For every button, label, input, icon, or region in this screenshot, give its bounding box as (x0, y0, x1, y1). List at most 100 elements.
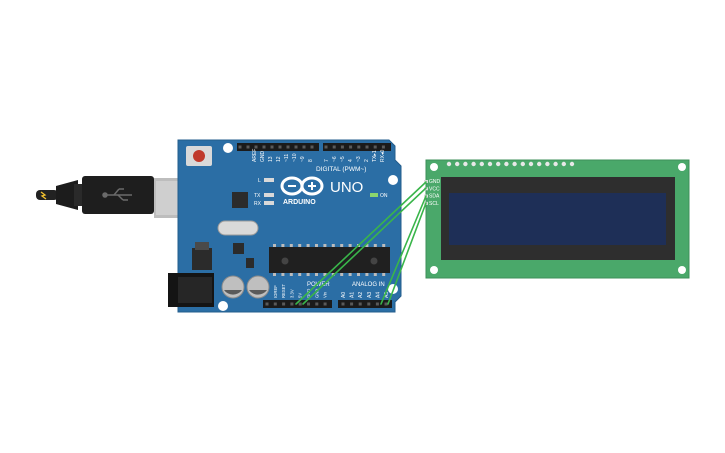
header-pin-hole[interactable] (254, 145, 258, 149)
chip-pin (289, 273, 293, 276)
chip-pin (357, 273, 360, 276)
lcd-header-pin[interactable] (487, 161, 493, 167)
header-pin-hole[interactable] (294, 145, 298, 149)
lcd-header-pin[interactable] (561, 161, 566, 167)
capacitor (246, 275, 270, 299)
lcd-header-pin[interactable] (471, 161, 476, 167)
header-pin-hole[interactable] (278, 145, 282, 149)
wire-sda[interactable] (380, 195, 427, 305)
chip-pin (373, 273, 377, 276)
l-led (264, 178, 274, 182)
chip-pin (340, 244, 344, 247)
header-pin-hole[interactable] (290, 302, 294, 306)
header-pin-hole[interactable] (262, 145, 266, 149)
power-pin-label: RESET (281, 284, 286, 298)
header-pin-hole[interactable] (302, 145, 306, 149)
lcd-header-pin[interactable] (528, 161, 534, 167)
chip-pin (373, 244, 377, 247)
header-pin-hole[interactable] (350, 302, 354, 306)
lcd-header-pin[interactable] (553, 161, 558, 167)
header-pin-hole[interactable] (384, 302, 388, 306)
analog-pin-label: A5 (384, 292, 390, 298)
analog-pin-label: A4 (375, 292, 381, 298)
lcd-header-pin[interactable] (512, 161, 517, 167)
mounting-hole (430, 266, 438, 274)
digital-pin-label: TX▸1 (372, 150, 378, 162)
lcd-header-pin[interactable] (569, 161, 575, 167)
header-pin-hole[interactable] (307, 302, 310, 306)
header-pin-hole[interactable] (286, 145, 290, 149)
digital-pin-label: 8 (308, 159, 314, 162)
digital-pin-label: 13 (268, 156, 274, 162)
chip-pin (298, 273, 302, 276)
reset-button-cap[interactable] (193, 150, 205, 162)
chip-pin (323, 273, 327, 276)
analog-pin-label: A0 (341, 292, 347, 298)
chip-pin (382, 273, 386, 276)
header-pin-hole[interactable] (273, 302, 277, 306)
usb-symbol-icon (102, 188, 132, 201)
lcd-header-pin[interactable] (463, 161, 468, 167)
header-pin-hole[interactable] (270, 145, 274, 149)
lcd-header-pin[interactable] (504, 161, 509, 167)
lcd-header-pin[interactable] (520, 161, 525, 167)
header-pin-hole[interactable] (375, 302, 379, 306)
header-pin-hole[interactable] (238, 145, 242, 149)
header-pin-hole[interactable] (381, 145, 385, 149)
lcd-header-pin[interactable] (545, 161, 550, 167)
wire-gnd[interactable] (295, 181, 427, 305)
header-pin-hole[interactable] (373, 145, 377, 149)
chip-pin (348, 273, 352, 276)
rx-led-label: RX (254, 201, 262, 207)
atmega328-microcontroller (269, 244, 390, 276)
lcd-header-pin[interactable] (496, 161, 501, 167)
usb-cable-end (36, 190, 58, 200)
chip-pin (289, 244, 293, 247)
crystal-oscillator (217, 220, 259, 236)
digital-pin-label: GND (260, 151, 266, 163)
header-pin-hole[interactable] (310, 145, 314, 149)
status-leds: L TX RX (254, 178, 274, 207)
wires (295, 181, 427, 305)
lcd-header-pin[interactable] (537, 161, 542, 167)
analog-pin-label: A1 (350, 292, 356, 298)
chip-pin (365, 244, 369, 247)
header-pin-hole[interactable] (332, 145, 336, 149)
mounting-hole (218, 301, 228, 311)
chip-pin (315, 273, 318, 276)
chip-pin (273, 273, 276, 276)
digital-pin-label: 12 (276, 156, 282, 162)
header-pin-hole[interactable] (365, 145, 369, 149)
header-pin-hole[interactable] (246, 145, 250, 149)
header-pin-hole[interactable] (315, 302, 319, 306)
chip-pin (298, 244, 302, 247)
chip-pin (348, 244, 352, 247)
header-pin-hole[interactable] (265, 302, 269, 306)
usb-strain-relief (56, 180, 78, 210)
lcd-i2c-pin-label: SCL (429, 201, 439, 207)
header-pin-hole[interactable] (367, 302, 371, 306)
header-pin-hole[interactable] (357, 145, 361, 149)
digital-pin-label: ~5 (340, 156, 346, 162)
header-pin-hole[interactable] (341, 302, 345, 306)
wire-vcc[interactable] (302, 187, 427, 305)
header-pin-hole[interactable] (323, 302, 327, 306)
lcd-header-pin[interactable] (479, 161, 484, 167)
lcd-header-pin[interactable] (455, 161, 460, 167)
chip-pin (340, 273, 344, 276)
header-pin-hole[interactable] (340, 145, 344, 149)
header-pin-hole[interactable] (298, 302, 302, 306)
lcd-header-pin[interactable] (446, 161, 452, 167)
header-pin-hole[interactable] (282, 302, 286, 306)
digital-pin-label: ~3 (356, 156, 362, 162)
power-pin-label: 3.3V (289, 289, 294, 298)
capacitor (221, 275, 245, 299)
header-pin-hole[interactable] (349, 145, 353, 149)
header-pin-hole[interactable] (324, 145, 328, 149)
wire-scl[interactable] (387, 202, 427, 305)
header-pin-hole[interactable] (358, 302, 362, 306)
digital-pin-label: AREF (252, 149, 258, 162)
